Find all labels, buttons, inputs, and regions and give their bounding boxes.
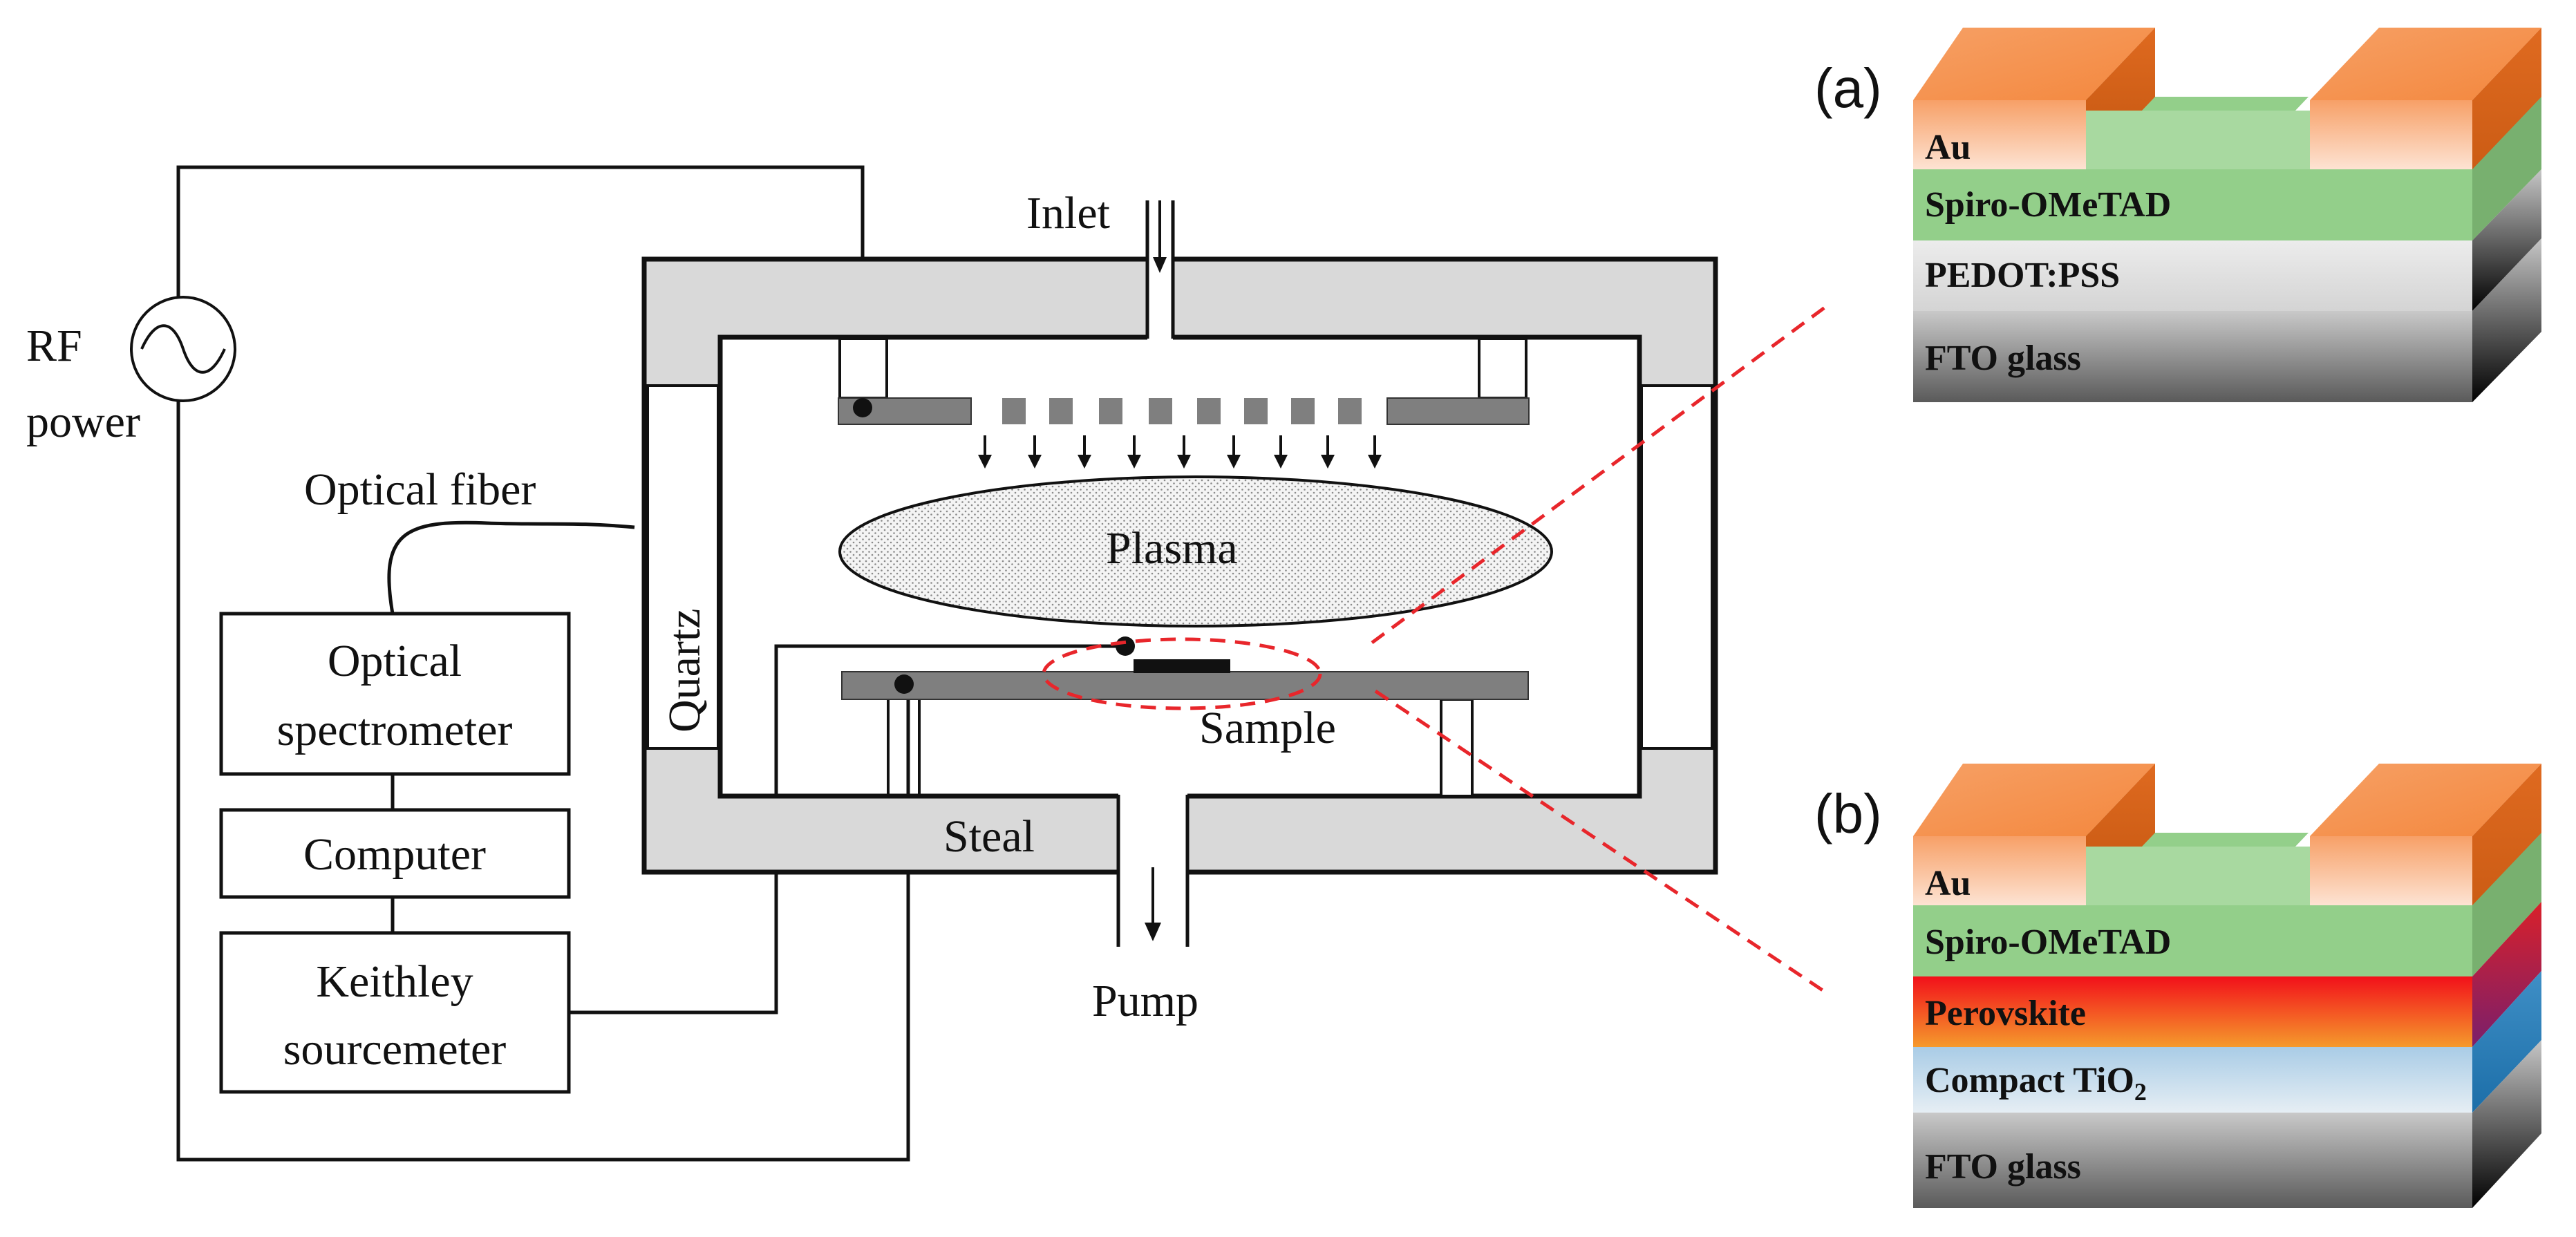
spectrometer-label: Optical <box>328 636 462 686</box>
panel-b-label: (b) <box>1814 783 1882 844</box>
quartz-window-left <box>646 384 720 750</box>
pump-outlet: Pump <box>1092 867 1198 1026</box>
rf-power-source: RF power <box>26 296 236 447</box>
optical-spectrometer-box: Optical spectrometer <box>219 612 571 776</box>
keithley-label: Keithley <box>316 956 473 1007</box>
sine-wave-icon <box>140 324 226 374</box>
panel-b-layer-tio2-text: Compact TiO <box>1925 1061 2134 1100</box>
panel-b-layer-spiro: Spiro-OMeTAD <box>1925 923 2171 962</box>
panel-b-layer-au: Au <box>1925 864 1971 903</box>
inlet-label: Inlet <box>1026 188 1110 238</box>
vacuum-chamber: Quartz <box>641 256 1718 875</box>
rf-power-label-2: power <box>26 397 140 447</box>
plasma-label: Plasma <box>1106 523 1238 574</box>
computer-box: Computer <box>219 808 571 899</box>
quartz-label: Quartz <box>659 608 710 733</box>
keithley-box: Keithley sourcemeter <box>219 931 571 1094</box>
panel-b-layer-perovskite: Perovskite <box>1925 994 2086 1033</box>
panel-b-layer-tio2-subscript: 2 <box>2134 1078 2147 1106</box>
steal-label: Steal <box>943 811 1035 862</box>
zoom-highlight <box>1042 305 1826 994</box>
gas-inlet: Inlet <box>1026 188 1175 273</box>
quartz-window-right <box>1640 384 1713 750</box>
sample <box>1134 659 1230 673</box>
panel-a-label: (a) <box>1814 57 1882 119</box>
keithley-label-2: sourcemeter <box>283 1024 507 1075</box>
panel-b-device-stack: (b) Au Spiro-OMeTAD Perovskite Compact T… <box>1814 764 2541 1208</box>
gas-flow-arrows <box>978 435 1382 469</box>
panel-a-layer-au: Au <box>1925 128 1971 167</box>
panel-b-layer-tio2: Compact TiO2 <box>1925 1061 2147 1106</box>
pump-label: Pump <box>1092 976 1198 1026</box>
panel-a-layer-fto: FTO glass <box>1925 339 2081 378</box>
panel-b-layer-fto: FTO glass <box>1925 1147 2081 1187</box>
sample-label: Sample <box>1199 703 1336 753</box>
top-electrode <box>838 337 1530 425</box>
rf-power-label: RF <box>26 321 82 371</box>
panel-a-device-stack: (a) Au Spiro-OMeTAD PEDOT:PSS FTO glass <box>1814 28 2541 402</box>
plasma-region <box>838 475 1553 627</box>
computer-label: Computer <box>303 829 486 880</box>
panel-a-layer-spiro: Spiro-OMeTAD <box>1925 185 2171 225</box>
optical-fiber-label: Optical fiber <box>304 464 536 515</box>
panel-a-layer-pedot: PEDOT:PSS <box>1925 256 2120 295</box>
spectrometer-label-2: spectrometer <box>277 705 513 755</box>
sample-stage: Sample <box>841 636 1529 797</box>
